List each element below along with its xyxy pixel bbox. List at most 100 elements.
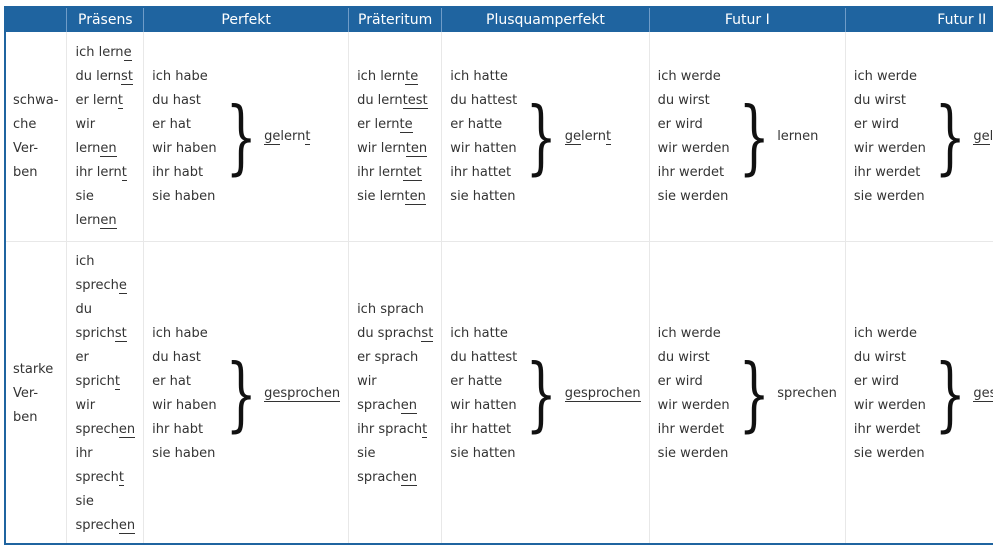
ending-underlined: en	[400, 470, 418, 486]
conjugation-line: sprachen	[357, 394, 433, 418]
conjugation-line: ich	[75, 250, 135, 274]
word-stem: sprechen	[777, 386, 837, 401]
word-stem: lern	[75, 212, 101, 228]
participle-result: gesprochen ha	[973, 382, 993, 406]
conjugation-line: sprechen	[75, 514, 136, 538]
header-praeteritum: Präteritum	[348, 8, 443, 32]
auxiliary-line: du wirst	[657, 92, 710, 108]
word-stem: er	[75, 350, 89, 365]
row-label-line: ben	[13, 410, 38, 425]
auxiliary-line: wir werden	[853, 140, 926, 156]
ending-underlined: e	[118, 278, 127, 294]
conjugation-line: lernen	[75, 209, 135, 233]
conjugation-line: sprechen	[75, 418, 136, 442]
auxiliary-line: er wird	[657, 116, 703, 132]
auxiliary-line: er hat	[152, 374, 191, 389]
curly-brace-icon: }	[225, 89, 257, 184]
word-stem: sprich	[75, 326, 115, 341]
header-plusquamperfekt: Plusquamperfekt	[441, 8, 650, 32]
ending-underlined: t	[117, 92, 124, 109]
conjugation-line: sie lernten	[357, 185, 433, 209]
header-empty	[6, 8, 68, 32]
conjugation-line: sie	[357, 442, 433, 466]
auxiliary-line: du wirst	[853, 350, 906, 365]
auxiliary-line: ihr hattet	[450, 164, 512, 180]
row-label-line: schwa-	[13, 92, 59, 108]
ending-underlined: gesprochen	[973, 386, 993, 402]
word-stem: er lern	[75, 92, 118, 108]
auxiliary-line: sie werden	[657, 446, 729, 461]
conjugation-line: ich lerne	[75, 41, 135, 65]
conjugation-line: sie	[75, 185, 135, 209]
ending-underlined: ge	[973, 128, 990, 145]
ending-underlined: en	[100, 140, 117, 157]
word-stem: ihr lern	[75, 164, 122, 180]
conjugation-line: wir lernten	[357, 137, 433, 161]
word-stem: sie	[75, 494, 94, 509]
word-stem: du sprach	[357, 326, 422, 341]
word-stem: ich sprach	[357, 302, 424, 317]
conjugation-line: ihr spracht	[357, 418, 433, 442]
auxiliary-line: sie werden	[853, 446, 925, 461]
ending-underlined: st	[114, 326, 127, 342]
ending-underlined: st	[121, 68, 133, 85]
word-stem: sie	[357, 446, 376, 461]
conjugation-line: du lernst	[75, 65, 135, 89]
word-stem: sie lern	[357, 188, 405, 204]
conjugation-line: wir	[357, 370, 433, 394]
conjugation-line: spricht	[75, 370, 135, 394]
ending-underlined: ge	[264, 128, 281, 145]
auxiliary-line: ich hatte	[450, 326, 508, 341]
conjugation-line: lernen	[75, 137, 135, 161]
auxiliary-line: ihr werdet	[853, 422, 921, 437]
row-label-line: ben	[13, 164, 38, 180]
ending-underlined: te	[399, 116, 413, 133]
auxiliary-line: ich werde	[657, 326, 721, 341]
ending-underlined: en	[100, 212, 117, 229]
auxiliary-line: wir werden	[657, 398, 730, 413]
auxiliary-line: wir hatten	[450, 398, 517, 413]
ending-underlined: en	[400, 398, 418, 414]
auxiliary-line: ihr werdet	[657, 422, 725, 437]
ending-underlined: ge	[564, 128, 581, 145]
conjugation-line: er lernte	[357, 113, 433, 137]
auxiliary-line: ihr habt	[152, 422, 204, 437]
ending-underlined: e	[123, 44, 132, 61]
participle-result: gelernt	[264, 125, 311, 149]
word-stem: sprech	[75, 422, 119, 437]
word-stem: sprech	[75, 470, 119, 485]
auxiliary-line: ihr habt	[152, 164, 204, 180]
word-stem: ich lern	[75, 44, 124, 60]
participle-result: gesprochen	[564, 382, 641, 406]
auxiliary-line: sie werden	[657, 188, 729, 204]
ending-underlined: st	[421, 326, 434, 342]
ending-underlined: t	[118, 470, 125, 486]
auxiliary-line: sie haben	[152, 188, 216, 204]
curly-brace-icon: }	[738, 346, 770, 442]
word-stem: er sprach	[357, 350, 419, 365]
header-futur2: Futur II	[845, 8, 993, 32]
conjugation-line: er sprach	[357, 346, 433, 370]
word-stem: wir	[357, 374, 377, 389]
curly-brace-icon: }	[525, 89, 558, 184]
word-stem: sprech	[75, 278, 119, 293]
conjugation-line: sie	[75, 490, 135, 514]
auxiliary-line: wir hatten	[450, 140, 517, 156]
participle-result: gelernt haben	[973, 125, 993, 149]
word-stem: ihr	[75, 446, 93, 461]
auxiliary-line: ihr hattet	[450, 422, 512, 437]
word-stem: wir lern	[357, 140, 406, 156]
conjugation-line: ich lernte	[357, 65, 433, 89]
auxiliary-line: du wirst	[853, 92, 906, 108]
conjugation-line: spreche	[75, 274, 135, 298]
